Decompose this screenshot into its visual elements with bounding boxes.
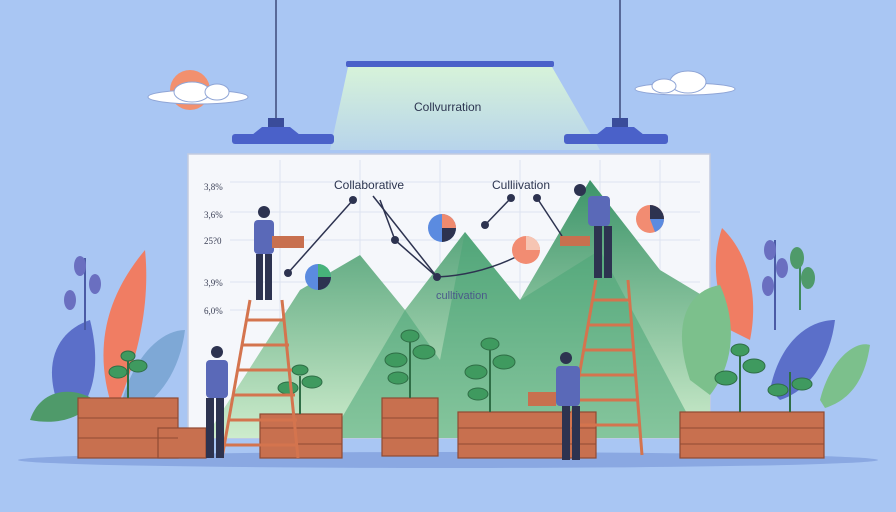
lamp-icon bbox=[232, 118, 334, 144]
y-tick-5: 6,0% bbox=[204, 306, 223, 316]
lamp-icon bbox=[564, 118, 668, 144]
pie-chart-icon bbox=[636, 205, 664, 233]
plant-icon bbox=[108, 329, 813, 414]
board-word-culliivation: Culliivation bbox=[492, 178, 551, 192]
trend-markers bbox=[284, 194, 541, 281]
board-word-culltivation: culltivation bbox=[436, 290, 488, 302]
cloud-icon bbox=[634, 70, 736, 96]
y-tick-2: 3,6% bbox=[204, 210, 223, 220]
person-icon bbox=[206, 346, 228, 458]
ladder-icon bbox=[220, 299, 300, 459]
banner-text: Collvurration bbox=[414, 100, 482, 114]
pie-chart-icon bbox=[428, 214, 456, 242]
person-icon bbox=[254, 206, 304, 300]
y-tick-4: 3,9% bbox=[204, 278, 223, 288]
ladder-icon bbox=[564, 279, 644, 456]
pie-chart-icon bbox=[512, 236, 540, 264]
person-icon bbox=[528, 352, 580, 460]
ceiling-light-bar bbox=[346, 61, 554, 67]
trend-lines bbox=[287, 195, 563, 278]
y-tick-1: 3,8% bbox=[204, 182, 223, 192]
cloud-icon bbox=[147, 81, 249, 105]
pie-chart-icon bbox=[305, 264, 331, 290]
y-tick-3: 25?0 bbox=[204, 236, 222, 246]
board-word-collaborative: Collaborative bbox=[334, 178, 405, 192]
plant-icon bbox=[30, 250, 185, 422]
person-icon bbox=[560, 184, 612, 278]
light-beam bbox=[330, 67, 600, 150]
plant-icon bbox=[681, 228, 870, 408]
ground-shadow bbox=[18, 452, 878, 468]
